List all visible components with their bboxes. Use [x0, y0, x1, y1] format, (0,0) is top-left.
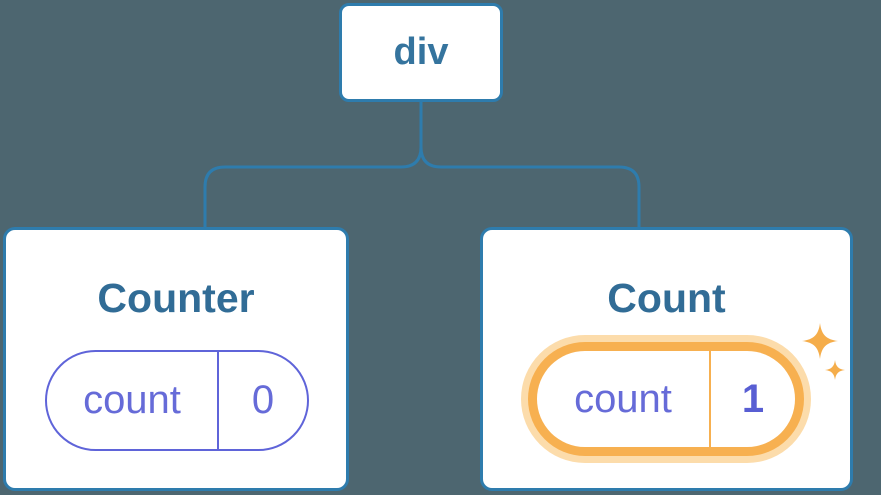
root-node-div: div: [339, 3, 503, 102]
state-value: 1: [741, 376, 765, 421]
state-value: 0: [251, 378, 275, 422]
state-name: count: [537, 351, 711, 447]
sparkle-small-icon: [825, 360, 845, 380]
sparkle-large-icon: [802, 323, 838, 359]
card-title: Counter: [97, 275, 255, 321]
component-card-count: Count count 1: [480, 227, 853, 491]
highlight-glow-ring: count 1: [521, 335, 811, 463]
highlight-ring: count 1: [528, 342, 804, 456]
state-pill-highlighted: count 1: [537, 351, 795, 447]
state-name: count: [47, 352, 219, 449]
connector-branch-right: [419, 101, 641, 229]
sparkles-icon: [802, 323, 845, 380]
connector-branch-left: [203, 101, 423, 229]
root-node-label: div: [393, 31, 449, 73]
state-pill: count 0: [45, 350, 309, 451]
component-card-counter: Counter count 0: [3, 227, 349, 491]
card-title: Count: [607, 275, 726, 321]
